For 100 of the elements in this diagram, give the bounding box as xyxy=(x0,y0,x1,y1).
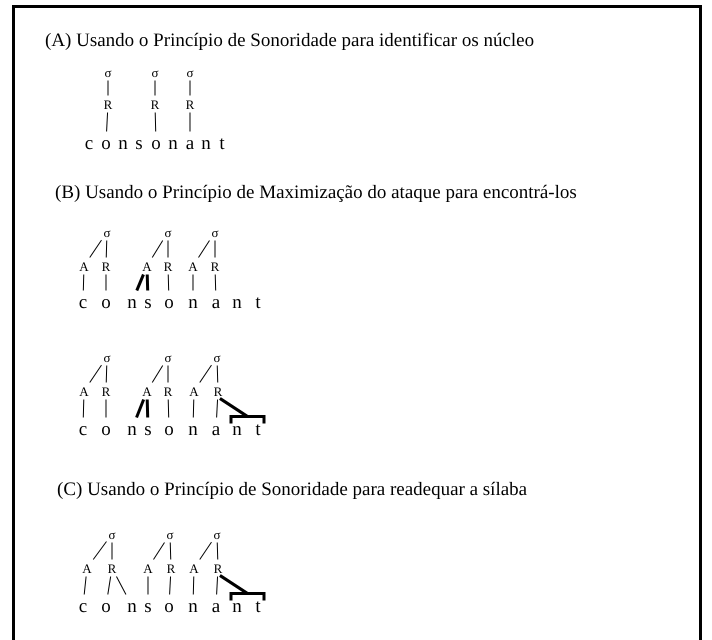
tree-label: c xyxy=(78,420,88,438)
tree-label: A xyxy=(143,562,153,574)
tree-label: o xyxy=(101,134,111,152)
tree-label: A xyxy=(79,260,89,272)
tree-label: o xyxy=(164,596,174,616)
tree-branch xyxy=(154,112,156,132)
tree-label: c xyxy=(84,134,94,152)
tree-label: A xyxy=(142,384,152,398)
tree-label: σ xyxy=(151,66,158,78)
tree-branch xyxy=(152,365,164,383)
tree-label: n xyxy=(118,134,128,152)
tree-label: t xyxy=(219,134,225,152)
section-heading: (C) Usando o Princípio de Sonoridade para readequar a sílaba xyxy=(57,480,528,501)
tree-branch xyxy=(89,364,102,383)
tree-label: n xyxy=(232,292,242,312)
tree-label: s xyxy=(144,596,152,616)
tree-label: R xyxy=(104,98,112,110)
tree-branch xyxy=(106,240,108,258)
tree-label: A xyxy=(142,260,152,272)
tree-branch xyxy=(116,576,126,595)
tree-label: n xyxy=(127,596,137,616)
tree-branch xyxy=(192,576,194,595)
tree-branch xyxy=(170,542,172,560)
tree-label: σ xyxy=(186,66,194,78)
tree-branch xyxy=(216,399,218,418)
tree-label: c xyxy=(78,292,88,312)
tree-label: σ xyxy=(213,350,220,364)
tree-label: R xyxy=(108,562,116,574)
tree-label: A xyxy=(82,562,92,574)
tree-label: n xyxy=(188,596,198,616)
tree-label: σ xyxy=(108,528,116,540)
tree-label: o xyxy=(101,596,111,616)
tree-label: A xyxy=(188,260,198,272)
tree-branch xyxy=(216,576,218,595)
tree-label: o xyxy=(151,134,161,152)
tree-branch xyxy=(199,542,212,560)
tree-branch xyxy=(106,365,108,383)
tree-label: n xyxy=(232,596,242,616)
tree-label: a xyxy=(212,292,220,312)
tree-label: t xyxy=(255,420,261,438)
tree-label: R xyxy=(214,384,222,398)
tree-label: σ xyxy=(104,66,112,78)
tree-branch xyxy=(152,240,164,258)
tree-label: R xyxy=(102,260,110,272)
tree-label: σ xyxy=(164,350,172,364)
tree-branch xyxy=(89,240,102,258)
tree-branch xyxy=(216,365,218,383)
tree-branch xyxy=(168,399,170,418)
tree-label: R xyxy=(164,260,172,272)
tree-branch xyxy=(198,240,210,258)
tree-label: n xyxy=(168,134,178,152)
tree-branch xyxy=(82,274,84,291)
tree-branch xyxy=(84,576,87,595)
tree-label: A xyxy=(79,384,89,398)
tree-label: σ xyxy=(103,226,110,238)
tree-branch xyxy=(168,274,170,291)
tree-label: R xyxy=(186,98,194,110)
tree-label: σ xyxy=(211,226,218,238)
tree-branch xyxy=(135,274,145,292)
tree-label: s xyxy=(135,134,143,152)
tree-label: s xyxy=(144,420,152,438)
tree-branch xyxy=(146,399,150,418)
tree-branch xyxy=(214,240,216,258)
tree-branch xyxy=(154,80,156,96)
tree-label: R xyxy=(214,562,222,574)
bracket-line xyxy=(219,397,266,424)
tree-label: n xyxy=(188,292,198,312)
tree-label: R xyxy=(166,562,176,574)
tree-label: n xyxy=(232,420,242,438)
tree-branch xyxy=(92,541,107,560)
tree-label: t xyxy=(255,292,261,312)
tree-label: c xyxy=(78,596,88,616)
tree-label: A xyxy=(189,384,199,398)
tree-label: R xyxy=(164,384,172,398)
tree-label: s xyxy=(144,292,152,312)
tree-branch xyxy=(107,576,112,595)
tree-label: σ xyxy=(103,350,110,364)
section-heading: (A) Usando o Princípio de Sonoridade para identificar os núcleo xyxy=(45,31,534,52)
tree-branch xyxy=(146,274,150,291)
tree-label: o xyxy=(101,420,111,438)
tree-branch xyxy=(106,112,108,132)
tree-label: o xyxy=(101,292,111,312)
tree-label: n xyxy=(188,420,198,438)
tree-label: o xyxy=(164,420,174,438)
tree-label: σ xyxy=(166,528,174,540)
tree-branch xyxy=(216,542,218,560)
tree-label: A xyxy=(189,562,199,574)
tree-branch xyxy=(135,398,146,418)
tree-label: t xyxy=(255,596,261,616)
tree-label: R xyxy=(210,260,220,272)
tree-branch xyxy=(169,576,172,595)
tree-label: n xyxy=(201,134,211,152)
tree-label: σ xyxy=(164,226,172,238)
tree-branch xyxy=(82,399,84,418)
tree-label: σ xyxy=(213,528,220,540)
tree-branch xyxy=(199,364,212,383)
tree-branch xyxy=(192,274,194,291)
tree-label: n xyxy=(127,420,137,438)
tree-label: a xyxy=(212,420,220,438)
bracket-line xyxy=(219,574,266,600)
